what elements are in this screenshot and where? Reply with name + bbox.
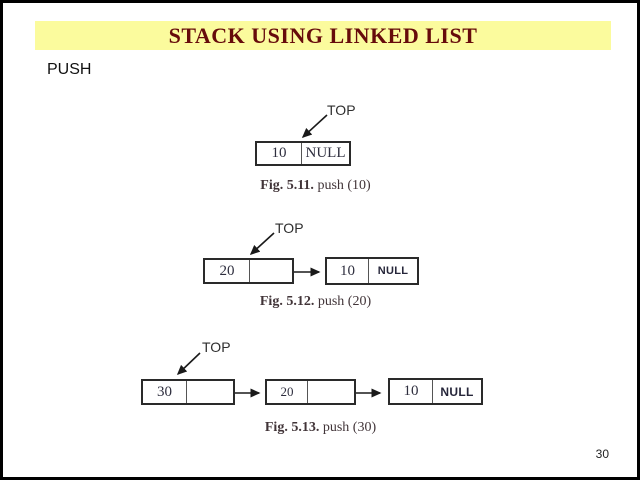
node-data-cell: 20	[205, 260, 250, 282]
node-next-cell: NULL	[440, 384, 474, 399]
fig2-caption-number: Fig. 5.12.	[259, 294, 315, 309]
fig1-caption-number: Fig. 5.11.	[260, 178, 314, 193]
fig3-caption-text: push (30)	[322, 420, 377, 435]
fig1-caption: Fig. 5.11. push (10)	[233, 178, 398, 194]
fig2-caption-text: push (20)	[317, 294, 372, 309]
fig3-top-pointer-label: TOP	[202, 339, 231, 355]
fig1-top-arrow	[301, 114, 328, 139]
fig2-node-10: 10 NULL	[325, 257, 419, 285]
fig2-caption: Fig. 5.12. push (20)	[233, 294, 398, 310]
node-data-cell: 10	[390, 380, 433, 403]
node-next-cell	[187, 381, 233, 403]
fig3-caption-number: Fig. 5.13.	[264, 420, 320, 435]
fig1-top-pointer-label: TOP	[327, 102, 356, 118]
node-next-cell: NULL	[377, 265, 409, 277]
page-number: 30	[595, 447, 609, 461]
node-next-cell: NULL	[305, 145, 346, 161]
node-data-cell: 30	[143, 381, 187, 403]
node-next-cell	[250, 260, 292, 282]
title-banner: STACK USING LINKED LIST	[35, 21, 611, 50]
fig2-top-pointer-label: TOP	[275, 220, 304, 236]
fig3-top-arrow	[176, 352, 201, 376]
slide-title: STACK USING LINKED LIST	[168, 22, 478, 48]
fig1-node-10: 10 NULL	[255, 141, 351, 166]
push-label: PUSH	[47, 61, 92, 78]
fig2-top-arrow	[249, 232, 275, 256]
fig3-node-10: 10 NULL	[388, 378, 483, 405]
fig3-caption: Fig. 5.13. push (30)	[238, 420, 403, 436]
fig3-node-20: 20	[265, 379, 356, 405]
node-next-cell	[308, 381, 354, 403]
node-data-cell: 20	[267, 381, 308, 403]
fig1-caption-text: push (10)	[317, 178, 371, 193]
arrows-overlay	[176, 114, 382, 398]
fig3-node-30: 30	[141, 379, 235, 405]
node-data-cell: 10	[257, 143, 302, 164]
node-data-cell: 10	[327, 259, 369, 283]
fig2-node-20: 20	[203, 258, 294, 284]
